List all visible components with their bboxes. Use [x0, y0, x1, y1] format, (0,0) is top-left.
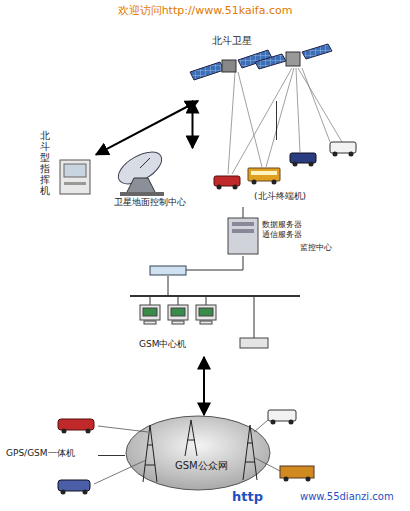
dish-antenna: [113, 146, 167, 196]
node-label: 监控中心: [300, 243, 332, 253]
server: [228, 218, 258, 254]
ground-control-center: 卫星地面控制中心: [100, 148, 205, 212]
node-label: 卫星地面控制中心: [114, 197, 186, 208]
watermark: www.55dianzi.com: [300, 491, 394, 502]
watermark: 欢迎访问http://www.51kaifa.com: [0, 3, 410, 18]
command-terminal: [60, 160, 90, 194]
satellite-group: 北斗卫星: [180, 33, 345, 101]
node-label: 通信服务器: [262, 230, 302, 240]
node-label: GSM公众网: [175, 460, 228, 472]
node-label: 北斗卫星: [212, 35, 252, 47]
node-label: 数据服务器: [262, 220, 302, 230]
satellite: [255, 44, 332, 69]
vehicles: [214, 142, 356, 190]
connector: [203, 357, 205, 415]
connector: [96, 101, 198, 155]
signal-lines: [228, 68, 342, 174]
watermark: http: [232, 489, 263, 504]
connector: [276, 101, 277, 140]
node-label: GPS/GSM一体机: [6, 448, 75, 459]
cars: [58, 410, 314, 495]
gsm-network: GSM公众网: [125, 415, 273, 493]
node-label: 北斗型指挥机: [40, 130, 50, 196]
radio-links: [94, 420, 282, 484]
connector: [98, 455, 125, 456]
gps-gsm-terminals: GPS/GSM一体机: [4, 418, 98, 502]
node-label: GSM中心机: [139, 339, 186, 350]
towers: [143, 420, 257, 482]
connector: [192, 101, 194, 148]
gsm-modem: [240, 338, 268, 348]
monitoring-center: 数据服务器通信服务器监控中心: [222, 215, 350, 259]
beidou-terminals: (北斗终端机): [208, 140, 363, 206]
command-terminal: 北斗型指挥机: [38, 128, 96, 212]
gsm-center: GSM中心机: [135, 335, 285, 357]
network-cloud: [126, 416, 270, 490]
node-label: (北斗终端机): [254, 191, 306, 202]
workstations: [140, 305, 216, 324]
hub: [150, 266, 186, 275]
